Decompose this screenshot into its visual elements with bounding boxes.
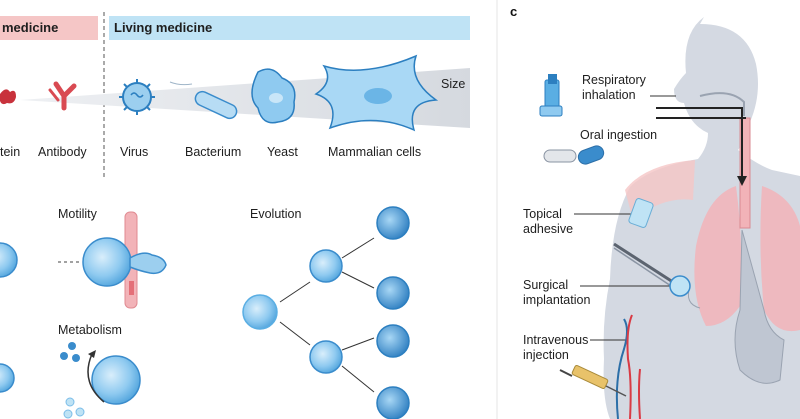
panel-letter-c: c (510, 4, 517, 19)
antibody-icon (48, 81, 77, 111)
mammalian-cell-icon (314, 54, 439, 132)
metabolism-diagram (60, 342, 141, 419)
scale-label-virus: Virus (120, 145, 148, 159)
left-lung (694, 186, 742, 326)
panel-b: medicine Living medicine Size (0, 0, 498, 419)
medicine-header-label: medicine (2, 20, 58, 35)
intravenous-label-line2: injection (523, 348, 569, 362)
living-medicine-header-label: Living medicine (114, 20, 212, 35)
panel-c: c Respiratory inhalation (510, 4, 800, 419)
scale-label-yeast: Yeast (267, 145, 298, 159)
topical-label-line1: Topical (523, 207, 562, 221)
respiratory-label-line1: Respiratory (582, 73, 647, 87)
route-arrows (656, 107, 746, 178)
evolution-tree (279, 237, 375, 393)
size-label: Size (441, 77, 465, 91)
metabolism-label: Metabolism (58, 323, 122, 337)
motility-label: Motility (58, 207, 98, 221)
scale-label-mammalian-cells: Mammalian cells (328, 145, 421, 159)
stomach (734, 229, 785, 384)
medicine-header-bar (0, 16, 98, 40)
evolution-label: Evolution (250, 207, 301, 221)
syringe-icon (559, 365, 627, 397)
evolution-cell (376, 206, 410, 240)
living-medicine-header-bar (109, 16, 470, 40)
airway (699, 92, 745, 116)
protein-icon (0, 89, 16, 105)
inhaler-icon (539, 74, 563, 117)
evolution-cell (376, 386, 410, 419)
evolution-cell (376, 276, 410, 310)
oral-ingestion-label: Oral ingestion (580, 128, 657, 142)
topical-label-line2: adhesive (523, 222, 573, 236)
evolution-cell (309, 249, 343, 283)
evolution-cell (309, 340, 343, 374)
intravenous-label-line1: Intravenous (523, 333, 588, 347)
arrow-head (737, 176, 747, 186)
adhesive-patch-icon (628, 198, 654, 228)
scale-label-protein: tein (0, 145, 20, 159)
evolution-cell (376, 324, 410, 358)
blood-vessels (615, 314, 641, 419)
surgical-label-line1: Surgical (523, 278, 568, 292)
cell-partial (0, 363, 15, 393)
scale-label-antibody: Antibody (38, 145, 87, 159)
right-lung (760, 186, 800, 332)
surgical-tool-icon (613, 242, 677, 289)
yeast-icon (251, 68, 296, 124)
evolution-cell (242, 294, 278, 330)
bacterium-icon (169, 81, 238, 120)
respiratory-label-line2: inhalation (582, 88, 636, 102)
implant-cell (669, 275, 691, 297)
scale-label-bacterium: Bacterium (185, 145, 241, 159)
cell-partial (0, 242, 18, 278)
pill-capsule-icon (543, 145, 605, 165)
motility-diagram (82, 211, 167, 309)
surgical-label-line2: implantation (523, 293, 590, 307)
virus-icon (119, 79, 155, 115)
